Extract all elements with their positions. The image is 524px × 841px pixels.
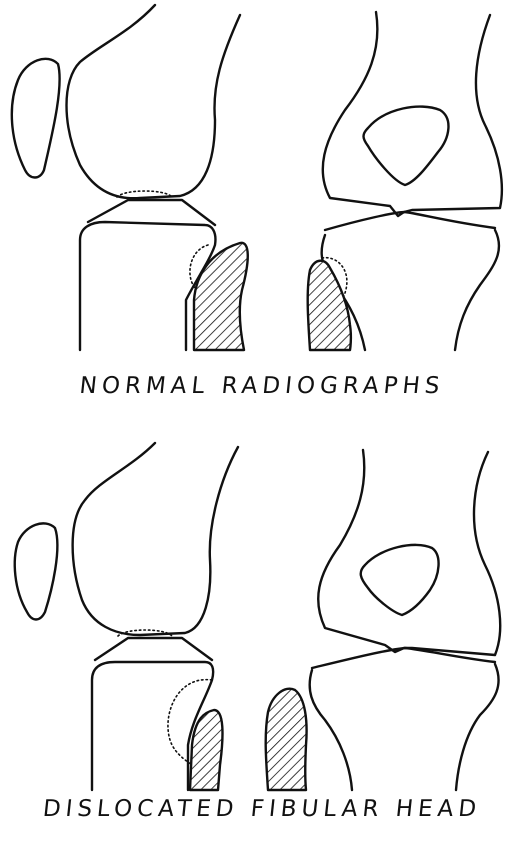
tibia-ap xyxy=(310,664,499,790)
patella xyxy=(12,59,60,178)
dislocated-panel xyxy=(15,443,500,790)
tibial-plateau-lateral xyxy=(95,638,212,660)
normal-panel xyxy=(12,5,502,350)
femur-ap xyxy=(318,450,500,655)
intercondylar-notch xyxy=(361,545,439,615)
normal-lateral-view xyxy=(12,5,248,350)
normal-radiographs-caption: NORMAL RADIOGRAPHS xyxy=(0,373,524,399)
dislocated-fibular-head-caption: DISLOCATED FIBULAR HEAD xyxy=(0,796,524,822)
femur-lateral xyxy=(67,5,241,198)
normal-ap-view xyxy=(308,12,502,350)
fibula-lateral xyxy=(194,243,248,350)
fibula-ap xyxy=(266,689,307,790)
tibial-plateau-ap xyxy=(325,212,495,230)
femur-lateral xyxy=(73,443,238,635)
femur-ap xyxy=(323,12,502,216)
tibial-plateau-ap xyxy=(312,648,495,668)
dislocated-lateral-view xyxy=(15,443,238,790)
fibula-ap xyxy=(308,261,351,350)
dislocated-ap-view xyxy=(266,450,501,790)
patella xyxy=(15,523,58,619)
intercondylar-notch xyxy=(364,107,449,185)
